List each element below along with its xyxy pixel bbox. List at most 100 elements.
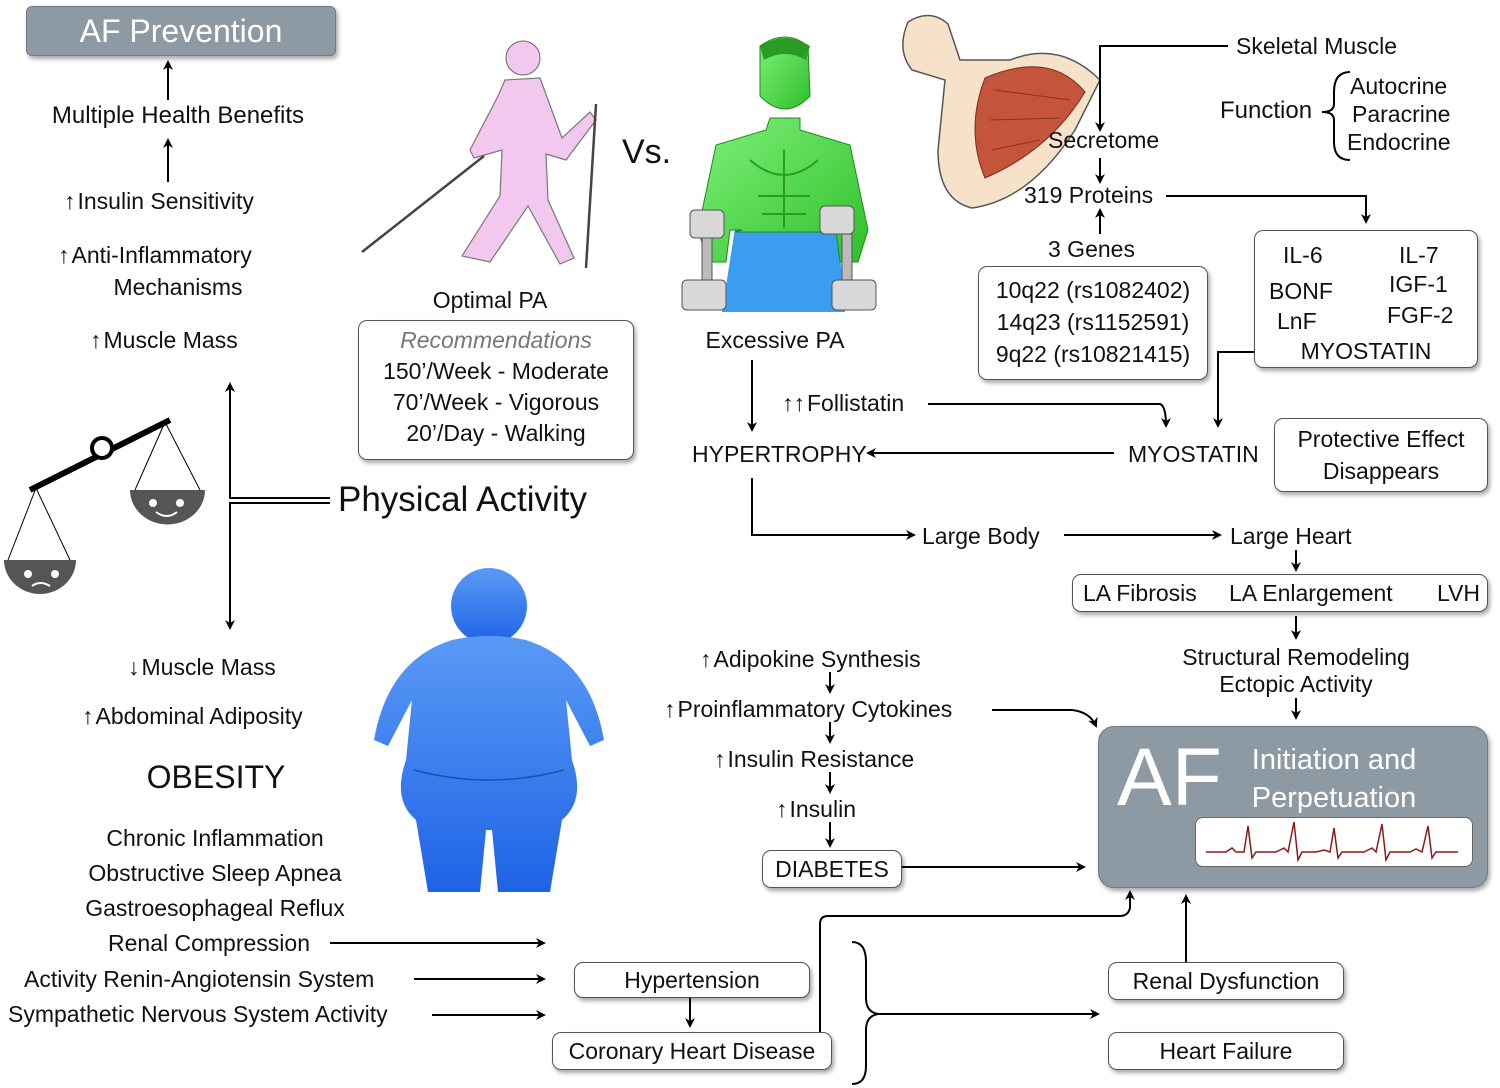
up-arrow-icon: ↑ <box>90 327 102 353</box>
gene-item: 9q22 (rs10821415) <box>995 341 1191 367</box>
function-brace <box>1321 71 1351 161</box>
obese-figure-icon <box>374 568 604 892</box>
arrow-proteins-to-list <box>1166 195 1371 224</box>
walker-figure-icon <box>361 40 598 269</box>
proinflammatory-cytokines: Proinflammatory Cytokines <box>677 696 953 722</box>
cytokines-row: ↑Proinflammatory Cytokines <box>664 695 952 723</box>
obesity-condition: Activity Renin-Angiotensin System <box>24 966 375 992</box>
heart-failure-label: Heart Failure <box>1159 1038 1293 1064</box>
recommendation-item: 70’/Week - Vigorous <box>392 389 600 415</box>
obesity-condition: Sympathetic Nervous System Activity <box>8 1001 388 1027</box>
large-body-label: Large Body <box>922 523 1040 549</box>
bottom-brace <box>851 941 879 1085</box>
obesity-condition: Chronic Inflammation <box>106 825 324 851</box>
coronary-box: Coronary Heart Disease <box>552 1032 832 1070</box>
protein-item: LnF <box>1277 308 1317 334</box>
insulin-resistance: Insulin Resistance <box>727 746 915 772</box>
obesity-condition: Obstructive Sleep Apnea <box>88 860 342 886</box>
optimal-pa-label: Optimal PA <box>432 287 548 313</box>
structural-remodeling: Structural Remodeling <box>1182 644 1410 670</box>
up-arrow-icon: ↑ <box>714 746 726 772</box>
skeletal-muscle-label: Skeletal Muscle <box>1236 33 1398 59</box>
genes-box: 10q22 (rs1082402) 14q23 (rs1152591) 9q22… <box>978 266 1208 380</box>
recommendations-title: Recommendations <box>400 327 592 353</box>
insulin: Insulin <box>789 796 856 822</box>
recommendation-item: 20’/Day - Walking <box>406 420 586 446</box>
secretome-label: Secretome <box>1048 127 1160 153</box>
insulin-resistance-row: ↑Insulin Resistance <box>714 745 914 773</box>
physical-activity-label: Physical Activity <box>338 480 587 519</box>
proteins-box: IL-6 IL-7 BONF IGF-1 LnF FGF-2 MYOSTATIN <box>1254 230 1478 368</box>
obesity-condition: Renal Compression <box>108 930 310 956</box>
lvh: LVH <box>1437 580 1481 606</box>
arm-muscle-icon <box>902 14 1101 209</box>
arrow-pa-to-obesity <box>225 502 330 630</box>
protective-effect-box: Protective Effect Disappears <box>1274 418 1488 492</box>
function-item: Endocrine <box>1347 129 1451 155</box>
diabetes-label: DIABETES <box>775 856 889 882</box>
function-label: Function <box>1220 97 1313 124</box>
ecg-strip <box>1195 817 1473 867</box>
ecg-trace-icon <box>1206 821 1458 863</box>
af-line1: Initiation and <box>1251 744 1417 776</box>
myostatin-label: MYOSTATIN <box>1128 441 1259 467</box>
ectopic-activity: Ectopic Activity <box>1219 671 1373 697</box>
function-item: Autocrine <box>1350 73 1448 99</box>
arrow-pa-to-muscle-mass <box>225 382 330 499</box>
multiple-health-benefits: Multiple Health Benefits <box>51 102 305 129</box>
abdominal-adiposity-row: ↑Abdominal Adiposity <box>82 702 303 730</box>
gene-item: 10q22 (rs1082402) <box>995 277 1191 303</box>
af-initiation-box: AF Initiation and Perpetuation <box>1098 726 1488 888</box>
renal-dysfunction-box: Renal Dysfunction <box>1108 962 1344 1000</box>
protein-item: MYOSTATIN <box>1300 338 1432 364</box>
large-heart-label: Large Heart <box>1230 523 1352 549</box>
anti-inflammatory: Anti-Inflammatory <box>71 242 252 268</box>
arrow-coronary-to-af <box>819 890 1135 1032</box>
la-enlargement: LA Enlargement <box>1229 580 1393 606</box>
arrow-cytokines-to-af <box>992 709 1098 728</box>
down-arrow-icon: ↓ <box>128 654 140 680</box>
up-arrow-icon: ↑ <box>58 242 70 268</box>
af-prevention-label: AF Prevention <box>79 13 283 49</box>
af-label: AF <box>1117 732 1222 823</box>
arrow-follistatin-to-myostatin <box>928 403 1171 428</box>
muscle-mass-up-row: ↑Muscle Mass <box>90 326 238 354</box>
af-prevention-box: AF Prevention <box>26 6 336 56</box>
adipokine-row: ↑Adipokine Synthesis <box>700 645 921 673</box>
protective-effect-line2: Disappears <box>1322 458 1440 484</box>
protein-item: FGF-2 <box>1387 302 1454 328</box>
up-arrow-icon: ↑ <box>82 703 94 729</box>
genes-label: 3 Genes <box>1048 236 1135 262</box>
la-fibrosis: LA Fibrosis <box>1083 580 1197 606</box>
hypertension-label: Hypertension <box>624 967 760 993</box>
follistatin-row: ↑↑Follistatin <box>782 389 904 417</box>
insulin-sensitivity: Insulin Sensitivity <box>77 188 254 214</box>
insulin-row: ↑Insulin <box>776 795 856 823</box>
balance-scale-icon <box>4 417 205 594</box>
obesity-condition: Gastroesophageal Reflux <box>85 895 345 921</box>
proteins-label: 319 Proteins <box>1024 182 1154 208</box>
heart-failure-box: Heart Failure <box>1108 1032 1344 1070</box>
adipokine-synthesis: Adipokine Synthesis <box>713 646 921 672</box>
renal-dysfunction-label: Renal Dysfunction <box>1132 968 1320 994</box>
obesity-title: OBESITY <box>146 759 286 795</box>
af-line2: Perpetuation <box>1251 782 1417 814</box>
up-arrow-icon: ↑ <box>700 646 712 672</box>
diabetes-box: DIABETES <box>762 850 902 888</box>
protective-effect-line1: Protective Effect <box>1297 426 1465 452</box>
protein-item: IL-7 <box>1399 242 1439 268</box>
arrow-proteins-to-myostatin <box>1213 351 1254 428</box>
anti-inflammatory-row: ↑Anti-Inflammatory <box>58 241 252 269</box>
muscle-mass-up: Muscle Mass <box>103 327 238 353</box>
protein-item: BONF <box>1269 278 1333 304</box>
arrow-hypertrophy-to-large-body <box>751 478 916 540</box>
gene-item: 14q23 (rs1152591) <box>996 309 1190 335</box>
protein-item: IGF-1 <box>1389 271 1448 297</box>
follistatin: Follistatin <box>807 390 905 416</box>
excessive-pa-label: Excessive PA <box>705 327 845 353</box>
up-arrow-icon: ↑ <box>776 796 788 822</box>
function-item: Paracrine <box>1352 101 1451 127</box>
recommendations-box: Recommendations 150’/Week - Moderate 70’… <box>358 320 634 460</box>
